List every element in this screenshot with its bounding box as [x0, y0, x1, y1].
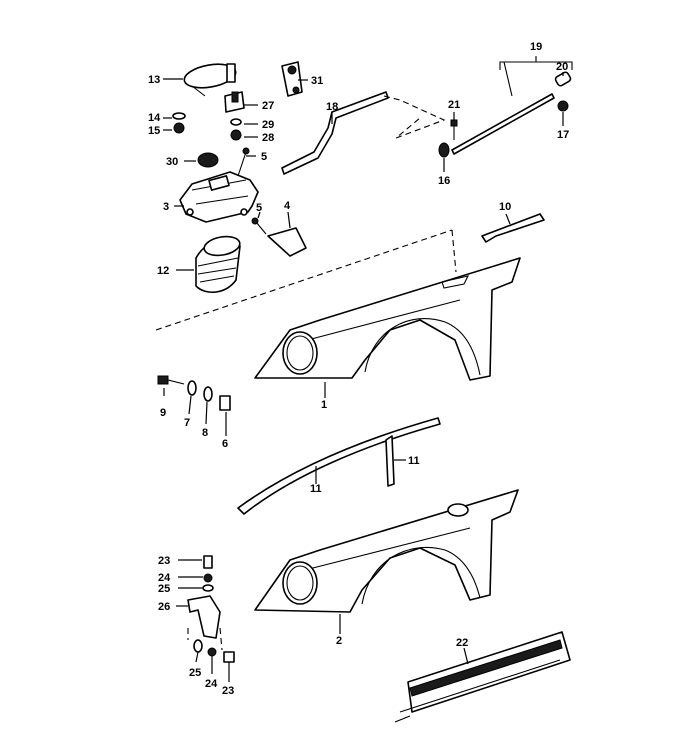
callout-20: 20: [556, 61, 568, 73]
callout-17: 17: [557, 129, 569, 141]
flap-4: [267, 227, 307, 257]
filler-cap: [183, 63, 237, 97]
washer-29: [230, 118, 242, 126]
callout-28: 28: [262, 132, 274, 144]
callout-5-mid: 5: [256, 202, 262, 214]
callout-7: 7: [184, 417, 190, 429]
filler-neck-12: [195, 235, 241, 293]
callout-27: 27: [262, 100, 274, 112]
callout-16: 16: [438, 175, 450, 187]
callout-3: 3: [163, 201, 169, 213]
plug-28: [230, 129, 242, 141]
callout-30: 30: [166, 156, 178, 168]
callout-14: 14: [148, 112, 161, 124]
callout-31: 31: [311, 75, 323, 87]
front-fender-lower: [254, 489, 519, 613]
front-fender-upper: [254, 257, 521, 381]
trim-strip: [237, 417, 441, 515]
callout-23-bottom: 23: [222, 685, 234, 697]
callout-12: 12: [157, 265, 169, 277]
callout-19: 19: [530, 41, 542, 53]
bracket-27: [224, 91, 245, 113]
callout-22: 22: [456, 637, 468, 649]
callout-1: 1: [321, 399, 327, 411]
callout-8: 8: [202, 427, 208, 439]
cable-19: [438, 71, 572, 158]
hose-18: [281, 91, 389, 175]
callout-4: 4: [284, 200, 291, 212]
callout-11-strip: 11: [310, 483, 322, 495]
cap-30: [197, 152, 219, 168]
callout-9: 9: [160, 407, 166, 419]
leader-lines: [163, 72, 564, 682]
callout-11-post: 11: [408, 455, 420, 467]
callout-13: 13: [148, 74, 160, 86]
sensor-31: [281, 61, 303, 97]
callout-21: 21: [448, 99, 460, 111]
callout-25-bottom: 25: [189, 667, 201, 679]
fastener-set-upper: [157, 375, 231, 411]
nut-15: [173, 122, 185, 134]
callout-24-bottom: 24: [205, 678, 218, 690]
callout-25-top: 25: [158, 583, 170, 595]
callout-10: 10: [499, 201, 511, 213]
callout-6: 6: [222, 438, 228, 450]
callout-18: 18: [326, 101, 338, 113]
washer-14: [172, 112, 186, 120]
seal-10: [481, 213, 545, 243]
callout-29: 29: [262, 119, 274, 131]
fuel-tank: [179, 171, 259, 223]
callout-2: 2: [336, 635, 342, 647]
sill-panel: [394, 631, 571, 723]
callout-15: 15: [148, 125, 160, 137]
screw-5-top: [237, 151, 247, 177]
callout-labels: 1 2 3 4 5 5 6 7 8 9 10 11 11 12 13 14 15…: [148, 41, 569, 697]
callout-5-top: 5: [261, 151, 267, 163]
callout-23-top: 23: [158, 555, 170, 567]
callout-24-top: 24: [158, 572, 171, 584]
fastener-set-lower: [187, 555, 235, 663]
callout-26: 26: [158, 601, 170, 613]
